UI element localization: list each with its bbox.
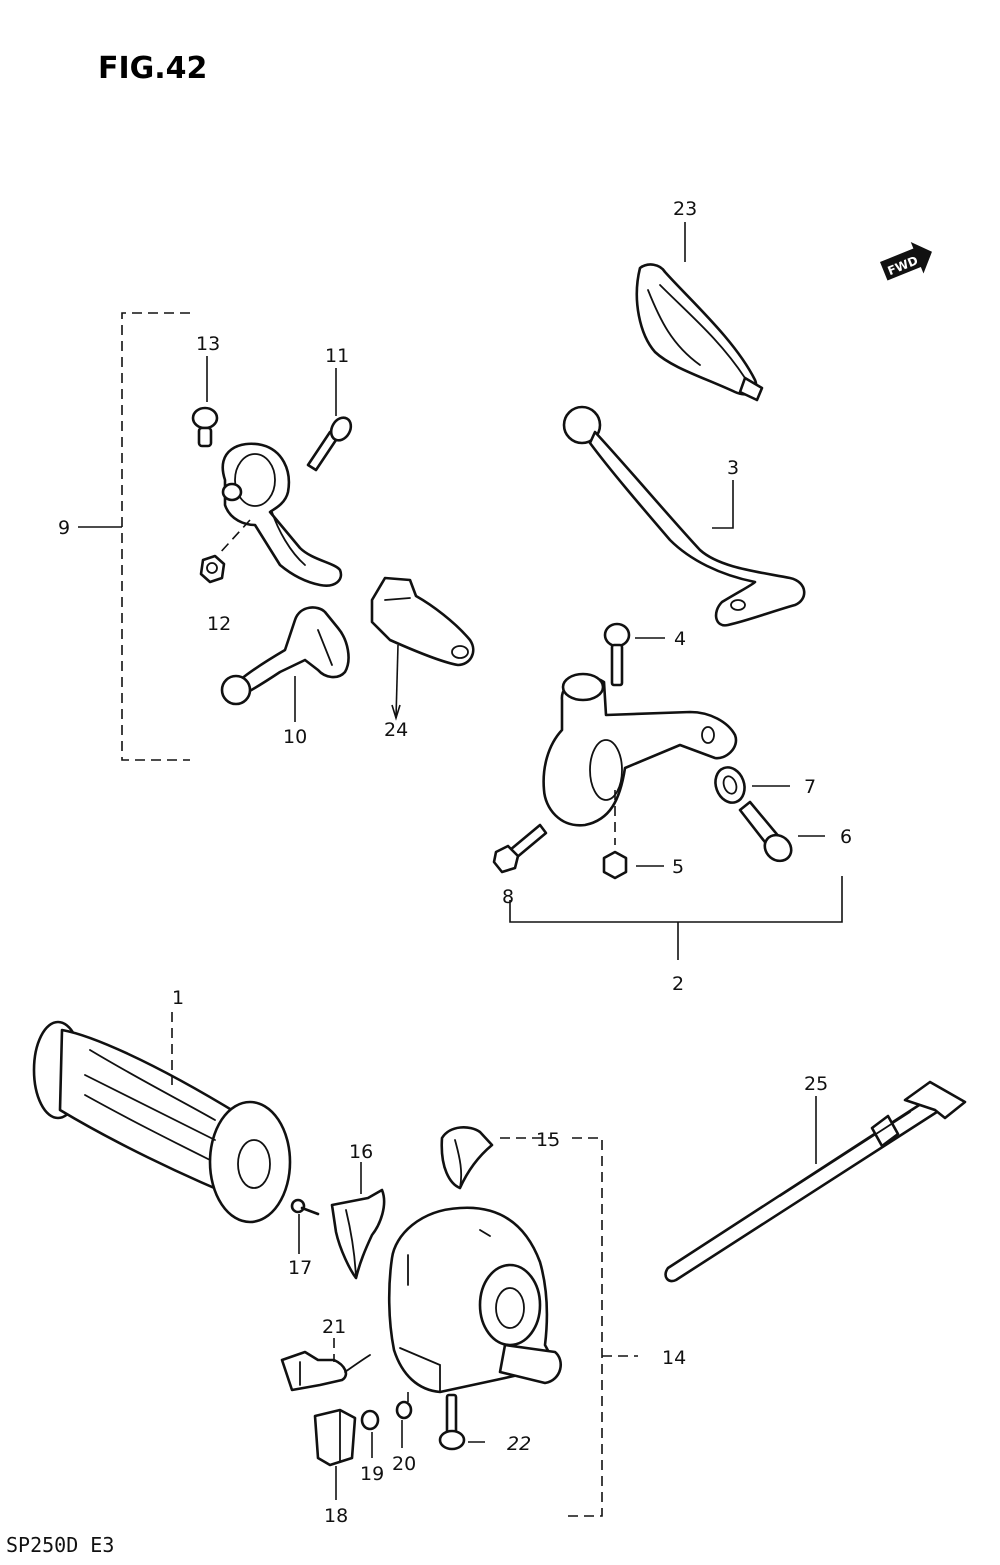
callout-17: 17 [288,1257,312,1279]
callout-23: 23 [673,198,697,220]
part-5-nut [602,850,664,880]
callout-2: 2 [672,973,684,995]
part-24-cover [370,576,475,721]
part-25-cable-tie [664,1080,967,1283]
callout-9: 9 [58,517,70,539]
part-7-washer [714,766,790,804]
part-20 [395,1392,413,1448]
callout-20: 20 [392,1453,416,1475]
callout-8: 8 [502,886,514,908]
part-21 [280,1338,371,1392]
callout-24: 24 [384,719,408,741]
part-4-bolt [603,622,665,687]
callout-22: 22 [507,1433,531,1455]
part-19 [360,1409,380,1458]
callout-3: 3 [727,457,739,479]
callout-7: 7 [804,776,816,798]
callout-18: 18 [324,1505,348,1527]
part-15 [440,1126,556,1190]
lever-bracket-holder [217,442,343,587]
callout-21: 21 [322,1316,346,1338]
callout-6: 6 [840,826,852,848]
part-6-bolt [738,800,825,863]
part-8-bolt [492,823,548,874]
callout-19: 19 [360,1463,384,1485]
callout-15: 15 [536,1129,560,1151]
callout-16: 16 [349,1141,373,1163]
bracket-assembly-2 [542,672,738,845]
part-12-nut [199,554,226,584]
bracket-assembly-14 [568,1137,638,1517]
part-17-screw [290,1198,320,1254]
callout-12: 12 [207,613,231,635]
callout-14: 14 [662,1347,686,1369]
callout-25: 25 [804,1073,828,1095]
callout-4: 4 [674,628,686,650]
part-22-screw [438,1393,485,1451]
part-16 [330,1162,386,1280]
callout-10: 10 [283,726,307,748]
part-18 [313,1408,357,1500]
forward-arrow-icon: FWD [880,242,932,281]
part-1-grip [32,1012,292,1224]
bracket-assembly-9 [78,312,190,761]
callout-1: 1 [172,987,184,1009]
part-10-lever [220,606,350,722]
part-13-screw [191,356,219,448]
part-14-switch-housing [387,1206,563,1394]
callout-5: 5 [672,856,684,878]
model-code: SP250D E3 [6,1533,114,1557]
bracket-line-2 [509,876,843,960]
part-11-bolt [306,368,353,472]
callout-13: 13 [196,333,220,355]
figure-title: FIG.42 [98,51,207,86]
part-3-lever [562,405,806,627]
part-23-boot [635,222,764,402]
callout-11: 11 [325,345,349,367]
